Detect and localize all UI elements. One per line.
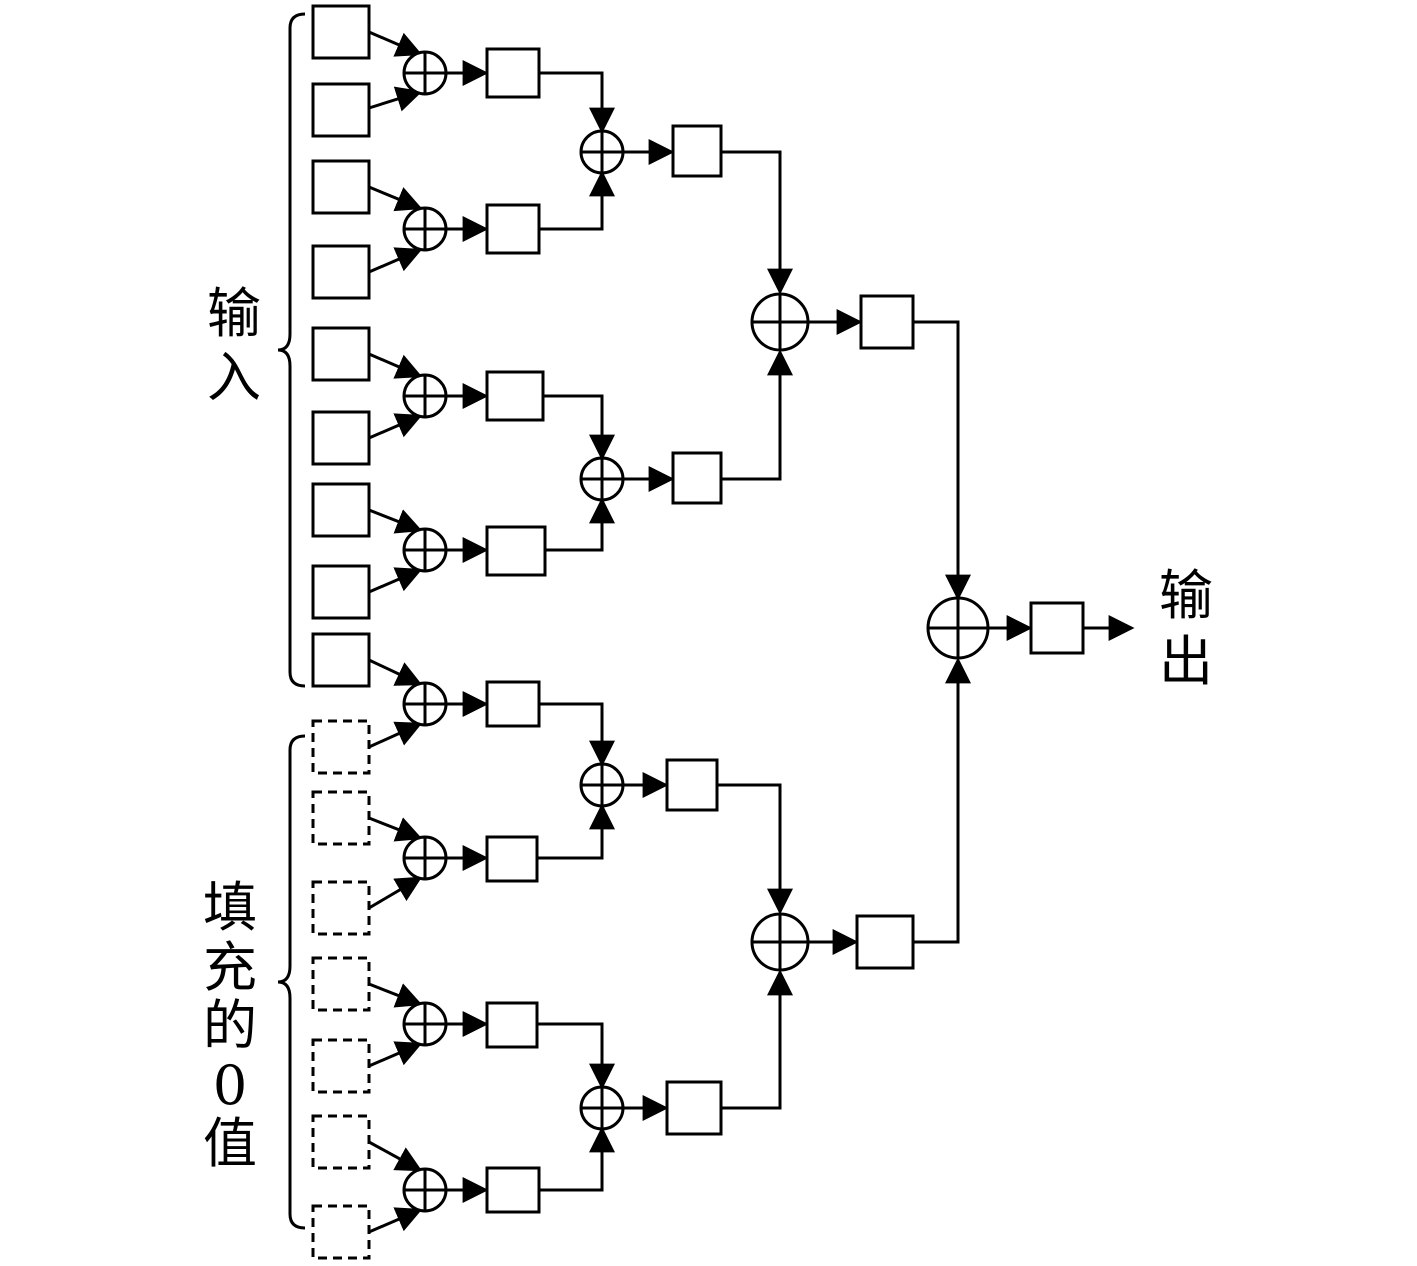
register-cell [671, 124, 723, 178]
stage2-registers [665, 124, 723, 1136]
input-label-char-1: 输 [207, 282, 261, 345]
padding-cell [311, 956, 371, 1012]
adder-icon [402, 373, 448, 419]
register-cell [485, 1166, 541, 1214]
input-cell [311, 159, 371, 215]
adder-icon [402, 681, 448, 727]
padding-cell [311, 1204, 371, 1260]
stage2-output-arrows [623, 139, 675, 1121]
adder-icon [402, 527, 448, 573]
adder-icon [750, 292, 810, 352]
stage3-adders [750, 292, 810, 972]
input-cell [311, 4, 371, 60]
register-cell [485, 203, 541, 255]
padding-cell [311, 719, 371, 775]
padding-label-char-1: 填 [203, 876, 257, 939]
padding-label-char-3: 的 [203, 994, 257, 1057]
stage3-registers [855, 294, 915, 970]
input-cell [311, 482, 371, 538]
input-cell [311, 82, 371, 138]
stage4-input-wires [913, 320, 971, 944]
output-label-char-1: 输 [1159, 564, 1213, 627]
register-cell [665, 1080, 723, 1136]
adder-icon [402, 206, 448, 252]
register-cell [671, 451, 723, 505]
register-cell [855, 914, 915, 970]
adder-icon [750, 912, 810, 972]
adder-icon [579, 456, 625, 502]
padding-brace [277, 734, 306, 1230]
input-cell [311, 410, 371, 466]
adder-icon [402, 50, 448, 96]
final-adder-icon [926, 596, 990, 660]
adder-icon [402, 1001, 448, 1047]
padding-label-char-5: 值 [203, 1112, 257, 1175]
stage1-output-arrows [446, 60, 489, 1203]
padding-cell [311, 1038, 371, 1094]
padding-label: 填 充 的 0 值 [203, 876, 257, 1175]
padding-label-char-2: 充 [203, 936, 257, 999]
stage1-input-arrows [368, 30, 423, 1234]
input-brace [277, 12, 306, 688]
adder-icon [579, 1085, 625, 1131]
input-cell [311, 326, 371, 382]
adder-icon [402, 835, 448, 881]
input-label: 输 入 [207, 282, 261, 409]
padding-cell [311, 880, 371, 936]
padding-cell [311, 790, 371, 846]
stage1-adders [402, 50, 448, 1213]
input-cell [311, 564, 371, 620]
input-cell [311, 632, 371, 688]
stage1-registers [485, 47, 547, 1214]
output-register-cell [1029, 601, 1085, 655]
register-cell [485, 525, 547, 577]
adder-icon [579, 762, 625, 808]
input-label-char-2: 入 [207, 346, 261, 409]
register-cell [485, 47, 541, 99]
output-label-char-2: 出 [1159, 630, 1213, 693]
register-cell [665, 758, 719, 812]
padding-cells [311, 719, 371, 1260]
input-cell [311, 244, 371, 300]
stage2-adders [579, 129, 625, 1131]
register-cell [485, 680, 541, 728]
register-cell [485, 835, 539, 883]
register-cell [485, 1001, 539, 1049]
adder-icon [579, 129, 625, 175]
register-cell [485, 370, 545, 422]
input-cells [311, 4, 371, 688]
stage2-input-wires [537, 71, 615, 1192]
register-cell [859, 294, 915, 350]
padding-cell [311, 1114, 371, 1170]
stage3-input-wires [717, 150, 793, 1110]
stage3-output-arrows [808, 309, 863, 955]
output-label: 输 出 [1159, 564, 1213, 693]
adder-icon [402, 1167, 448, 1213]
padding-label-char-4: 0 [213, 1054, 247, 1117]
